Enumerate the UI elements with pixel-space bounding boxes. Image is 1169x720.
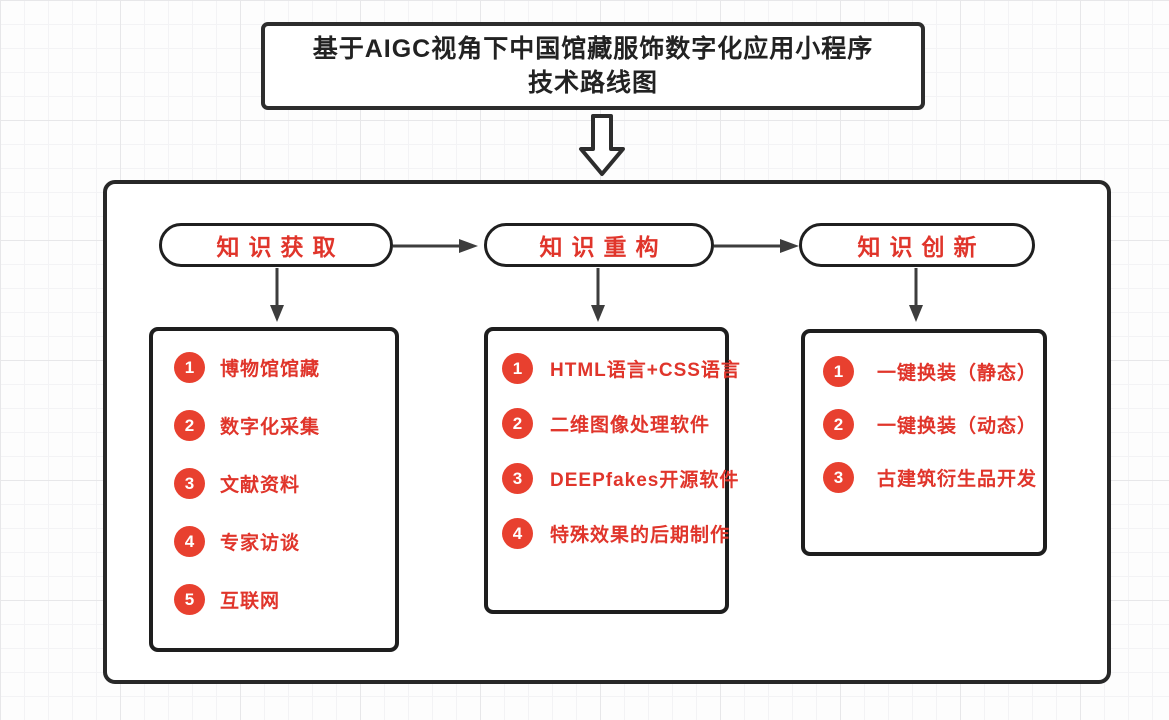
title-line-2: 技术路线图: [527, 69, 658, 97]
list-item: 2 一键换装（动态）: [823, 409, 1043, 440]
item-label: 特殊效果的后期制作: [550, 525, 731, 546]
item-number-badge: 1: [502, 353, 533, 384]
arrow-down-icon: [591, 268, 605, 322]
list-item: 5 互联网: [174, 584, 395, 615]
item-list: 1 博物馆馆藏 2 数字化采集 3 文献资料 4 专家访谈 5 互联网: [153, 331, 395, 615]
list-item: 1 HTML语言+CSS语言: [502, 353, 740, 384]
list-item: 1 博物馆馆藏: [174, 352, 395, 383]
stage-box-knowledge-acquisition: 1 博物馆馆藏 2 数字化采集 3 文献资料 4 专家访谈 5 互联网: [149, 327, 399, 652]
list-item: 2 数字化采集: [174, 410, 395, 441]
stage-box-knowledge-innovation: 1 一键换装（静态） 2 一键换装（动态） 3 古建筑衍生品开发: [801, 329, 1047, 556]
stage-pill-label: 知识重构: [539, 234, 668, 260]
item-label: 古建筑衍生品开发: [877, 469, 1038, 490]
arrow-down-icon: [270, 268, 284, 322]
item-label: 一键换装（静态）: [877, 363, 1038, 384]
stage-pill-knowledge-acquisition: 知识获取: [159, 223, 393, 267]
item-label: 博物馆馆藏: [220, 359, 321, 380]
stage-pill-knowledge-reconstruction: 知识重构: [484, 223, 714, 267]
title-line-1: 基于AIGC视角下中国馆藏服饰数字化应用小程序: [312, 35, 874, 63]
item-number-badge: 4: [502, 518, 533, 549]
flow-container: 知识获取 知识重构 知识创新: [103, 180, 1111, 684]
arrow-right-icon: [714, 239, 799, 253]
list-item: 1 一键换装（静态）: [823, 356, 1043, 387]
item-label: 二维图像处理软件: [550, 415, 711, 436]
item-label: 一键换装（动态）: [877, 416, 1038, 437]
item-label: 文献资料: [220, 475, 301, 496]
item-label: DEEPfakes开源软件: [550, 470, 740, 491]
stage-pill-knowledge-innovation: 知识创新: [799, 223, 1035, 267]
list-item: 3 文献资料: [174, 468, 395, 499]
item-number-badge: 4: [174, 526, 205, 557]
item-label: 数字化采集: [220, 417, 321, 438]
stage-pill-label: 知识创新: [857, 234, 986, 260]
item-list: 1 HTML语言+CSS语言 2 二维图像处理软件 3 DEEPfakes开源软…: [488, 331, 740, 549]
diagram-title-box: 基于AIGC视角下中国馆藏服饰数字化应用小程序 技术路线图: [261, 22, 925, 110]
list-item: 4 特殊效果的后期制作: [502, 518, 729, 549]
list-item: 2 二维图像处理软件: [502, 408, 725, 439]
item-label: 互联网: [220, 591, 281, 612]
list-item: 3 DEEPfakes开源软件: [502, 463, 738, 494]
item-number-badge: 2: [174, 410, 205, 441]
item-label: 专家访谈: [220, 533, 301, 554]
item-number-badge: 3: [174, 468, 205, 499]
item-number-badge: 3: [823, 462, 854, 493]
stage-box-knowledge-reconstruction: 1 HTML语言+CSS语言 2 二维图像处理软件 3 DEEPfakes开源软…: [484, 327, 740, 614]
item-number-badge: 2: [502, 408, 533, 439]
item-number-badge: 5: [174, 584, 205, 615]
item-number-badge: 3: [502, 463, 533, 494]
item-number-badge: 1: [823, 356, 854, 387]
item-number-badge: 1: [174, 352, 205, 383]
stage-pill-label: 知识获取: [216, 234, 345, 260]
item-number-badge: 2: [823, 409, 854, 440]
item-label: HTML语言+CSS语言: [550, 360, 741, 381]
arrow-right-icon: [393, 239, 478, 253]
list-item: 4 专家访谈: [174, 526, 395, 557]
list-item: 3 古建筑衍生品开发: [823, 462, 1043, 493]
item-list: 1 一键换装（静态） 2 一键换装（动态） 3 古建筑衍生品开发: [805, 333, 1043, 493]
big-down-arrow-icon: [579, 114, 625, 176]
arrow-down-icon: [909, 268, 923, 322]
